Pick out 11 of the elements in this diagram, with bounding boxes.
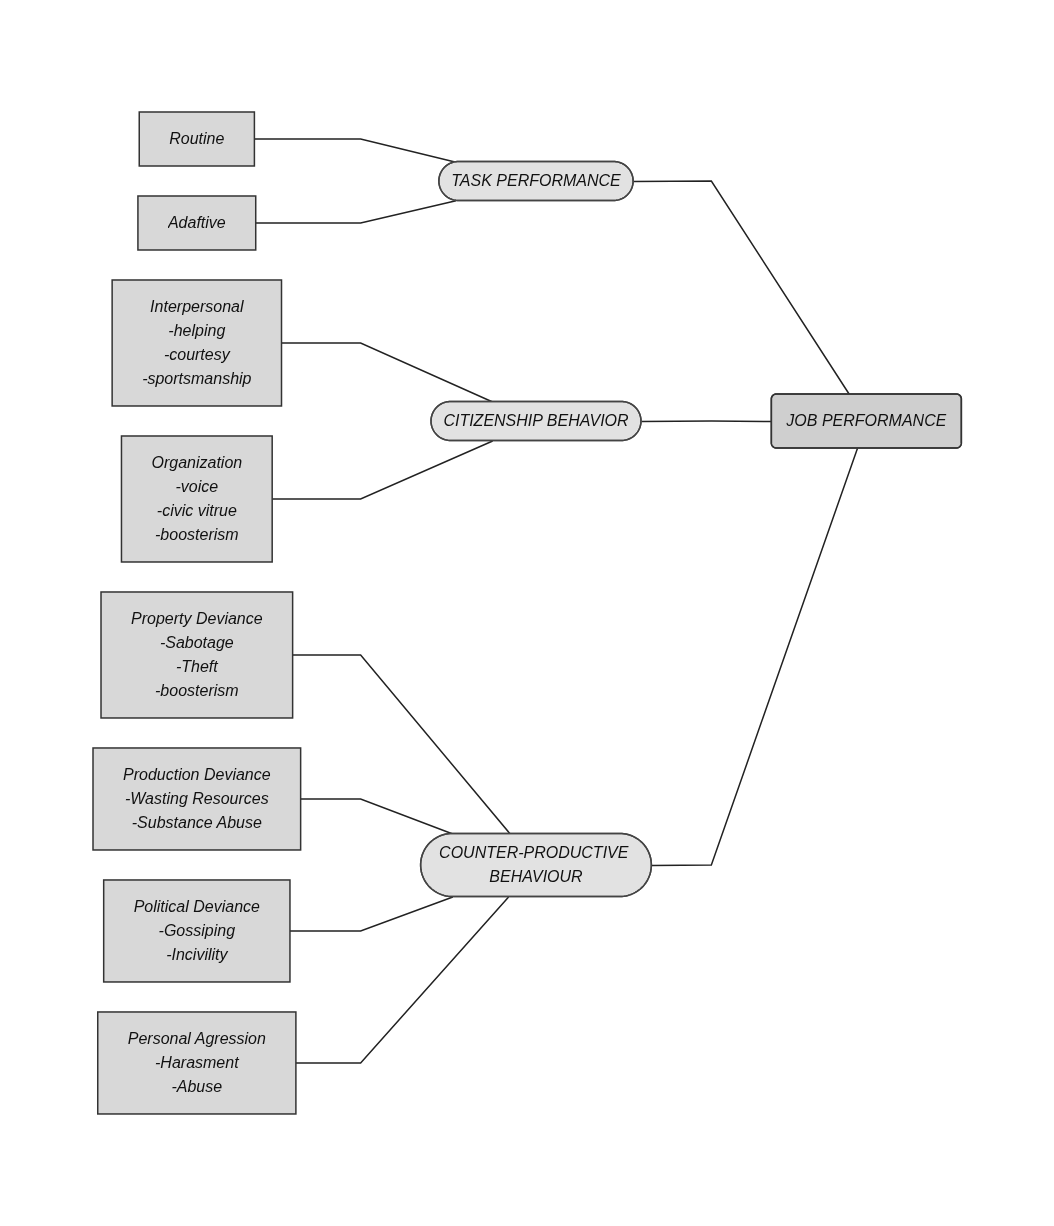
connector (271, 440, 494, 500)
node-box: Adaftive (137, 195, 257, 251)
node-box: Organization -voice -civic vitrue -boosterism (120, 435, 273, 563)
node-box: Property Deviance -Sabotage -Theft -boosterism (100, 591, 294, 719)
node-box: Routine (138, 111, 255, 167)
connector (632, 180, 850, 396)
node-box: Production Deviance -Wasting Resources -Substance Abuse (92, 747, 302, 851)
connector (289, 896, 454, 932)
node-box: Personal Agression -Harasment -Abuse (96, 1011, 297, 1115)
node-box: Interpersonal -helping -courtesy -sportsmanship (111, 279, 283, 407)
node-box: Political Deviance -Gossiping -Incivility (102, 879, 291, 983)
